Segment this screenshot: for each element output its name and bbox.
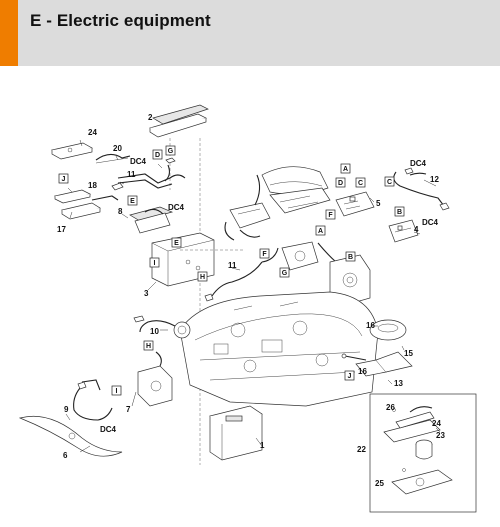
svg-text:A: A [343, 166, 348, 173]
svg-text:I: I [116, 388, 118, 395]
part-number-15: 13 [394, 379, 403, 388]
accent-stripe [0, 0, 18, 66]
connector-label-dc4-2: DC4 [168, 203, 185, 212]
part-number-3: 3 [144, 289, 149, 298]
part-number-12: 11 [127, 170, 136, 179]
ref-box-d-left: D [152, 149, 163, 160]
ref-box-e-left: E [127, 195, 138, 206]
ref-box-c-right: C [384, 176, 395, 187]
svg-text:I: I [154, 260, 156, 267]
ref-box-i-lower: I [111, 385, 122, 396]
ref-box-i-left: I [149, 257, 160, 268]
part-number-25: 25 [375, 479, 384, 488]
header-bar [0, 0, 500, 66]
svg-text:A: A [318, 228, 323, 235]
ref-box-j-right: J [344, 370, 355, 381]
part-number-11: 11 [228, 261, 237, 270]
ref-box-g-mid: G [279, 267, 290, 278]
part-number-20: 20 [113, 144, 122, 153]
part-number-13: 12 [430, 175, 439, 184]
part-number-22: 22 [357, 445, 366, 454]
part-number-18: 17 [57, 225, 66, 234]
parts-drawing [18, 104, 477, 513]
part-number-2: 2 [148, 113, 153, 122]
svg-text:D: D [338, 180, 343, 187]
part-number-10: 10 [150, 327, 159, 336]
reference-letter-boxes: D G J E E I H A D C C F B A F B G H I J [58, 145, 405, 396]
part-number-26: 26 [386, 403, 395, 412]
part-number-5: 5 [376, 199, 381, 208]
svg-text:B: B [397, 209, 402, 216]
connector-label-dc4-1: DC4 [130, 157, 147, 166]
part-number-24-inset: 24 [432, 419, 441, 428]
svg-text:F: F [262, 251, 267, 258]
svg-text:H: H [200, 274, 205, 281]
part-number-24: 24 [88, 128, 97, 137]
ref-box-j-left: J [58, 173, 69, 184]
part-number-8: 8 [118, 207, 123, 216]
ref-box-h-upper: H [197, 271, 208, 282]
connector-label-dc4-5: DC4 [100, 425, 117, 434]
part-number-1: 1 [260, 441, 265, 450]
part-number-17: 16 [366, 321, 375, 330]
svg-text:G: G [168, 148, 174, 155]
exploded-parts-diagram: 2 24 20 11 18 17 8 3 5 12 4 11 10 7 9 6 … [18, 104, 477, 513]
part-number-7: 7 [126, 405, 131, 414]
ref-box-g-top: G [165, 145, 176, 156]
part-number-19: 18 [88, 181, 97, 190]
ref-box-a-mid: A [315, 225, 326, 236]
ref-box-b-mid: B [345, 251, 356, 262]
svg-text:E: E [130, 198, 135, 205]
svg-text:J: J [62, 176, 66, 183]
svg-text:C: C [358, 180, 363, 187]
ref-box-b-right: B [394, 206, 405, 217]
svg-text:H: H [146, 343, 151, 350]
ref-box-f-mid: F [325, 209, 336, 220]
part-number-4: 4 [414, 225, 419, 234]
part-number-labels: 2 24 20 11 18 17 8 3 5 12 4 11 10 7 9 6 … [57, 113, 445, 488]
ref-box-a-top: A [340, 163, 351, 174]
part-number-23: 23 [436, 431, 445, 440]
svg-text:G: G [282, 270, 288, 277]
svg-text:J: J [348, 373, 352, 380]
ref-box-c-mid: C [355, 177, 366, 188]
svg-text:C: C [387, 179, 392, 186]
part-number-9: 9 [64, 405, 69, 414]
part-number-6: 6 [63, 451, 68, 460]
connector-label-dc4-3: DC4 [410, 159, 427, 168]
part-number-16-lower: 16 [358, 367, 367, 376]
svg-text:D: D [155, 152, 160, 159]
svg-text:B: B [348, 254, 353, 261]
ref-box-e-mid: E [171, 237, 182, 248]
connector-label-dc4-4: DC4 [422, 218, 439, 227]
ref-box-h-lower: H [143, 340, 154, 351]
ref-box-d-right: D [335, 177, 346, 188]
svg-text:F: F [328, 212, 333, 219]
part-number-16-upper: 15 [404, 349, 413, 358]
page-title: E - Electric equipment [30, 11, 211, 30]
svg-text:E: E [174, 240, 179, 247]
ref-box-f-left: F [259, 248, 270, 259]
